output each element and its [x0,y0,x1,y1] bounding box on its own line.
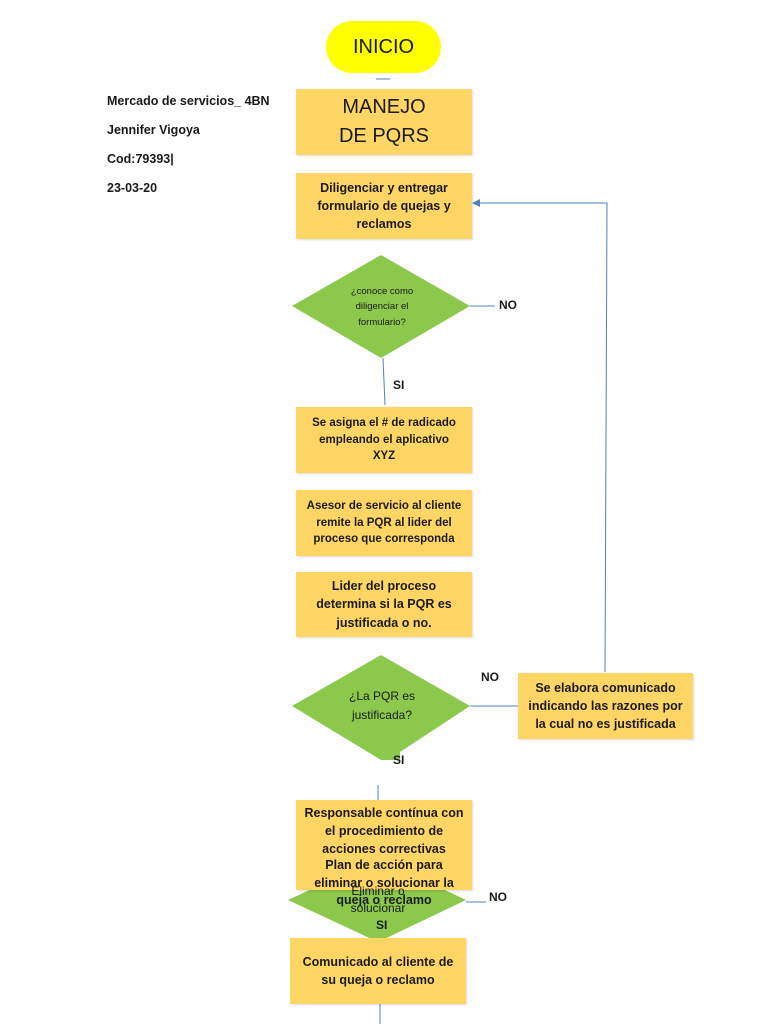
step-radicado-text: Se asigna el # de radicado empleando el … [312,416,456,463]
label-si-eliminate: SI [376,918,388,932]
step-lider-box: Lider del proceso determina si la PQR es… [296,572,472,637]
step-responsable-box: Responsable contínua con el procedimient… [296,800,472,890]
step-final-text: Comunicado al cliente de su queja o recl… [302,954,454,987]
step-comunicado-text: Se elabora comunicado indicando las razo… [528,680,683,732]
step-responsable-text: Responsable contínua con el procedimient… [304,806,464,857]
start-label: INICIO [352,35,415,58]
label-no-eliminate: NO [489,890,507,904]
feedback-arrow-head [472,199,480,207]
step-asesor-box: Asesor de servicio al cliente remite la … [296,490,472,556]
step-form-text: Diligenciar y entregar formulario de que… [317,180,451,232]
title-box: MANEJO DE PQRS [296,89,472,155]
label-si-justified: SI [393,753,405,767]
label-si-knows: SI [393,378,405,392]
step-form-box: Diligenciar y entregar formulario de que… [296,173,472,239]
title-text: MANEJO DE PQRS [338,96,430,147]
decision-knows-shape [292,255,470,358]
course-name: Mercado de servicios_ 4BN [107,94,270,108]
connector-knows-si [382,357,386,406]
step-lider-text: Lider del proceso determina si la PQR es… [316,579,452,630]
decision-knows-text: ¿conoce como diligenciar el formulario? [350,286,414,328]
connector-feedback-loop [478,202,608,673]
date: 23-03-20 [107,181,158,195]
step-asesor-text: Asesor de servicio al cliente remite la … [306,499,462,546]
decision-eliminate-text: Eliminar o solucionar [350,884,406,916]
student-name: Jennifer Vigoya [107,123,200,137]
step-radicado-box: Se asigna el # de radicado empleando el … [296,407,472,473]
label-no-knows: NO [499,298,517,312]
step-final-box: Comunicado al cliente de su queja o recl… [290,938,466,1004]
decision-justified-shape [292,655,470,760]
label-no-justified: NO [481,670,499,684]
start-terminator: INICIO [326,21,441,73]
student-code: Cod:79393| [107,152,174,166]
step-comunicado-box: Se elabora comunicado indicando las razo… [518,673,693,739]
step-plan-text: Plan de acción para eliminar o soluciona… [314,858,454,907]
decision-justified-text: ¿La PQR es justificada? [348,689,416,722]
